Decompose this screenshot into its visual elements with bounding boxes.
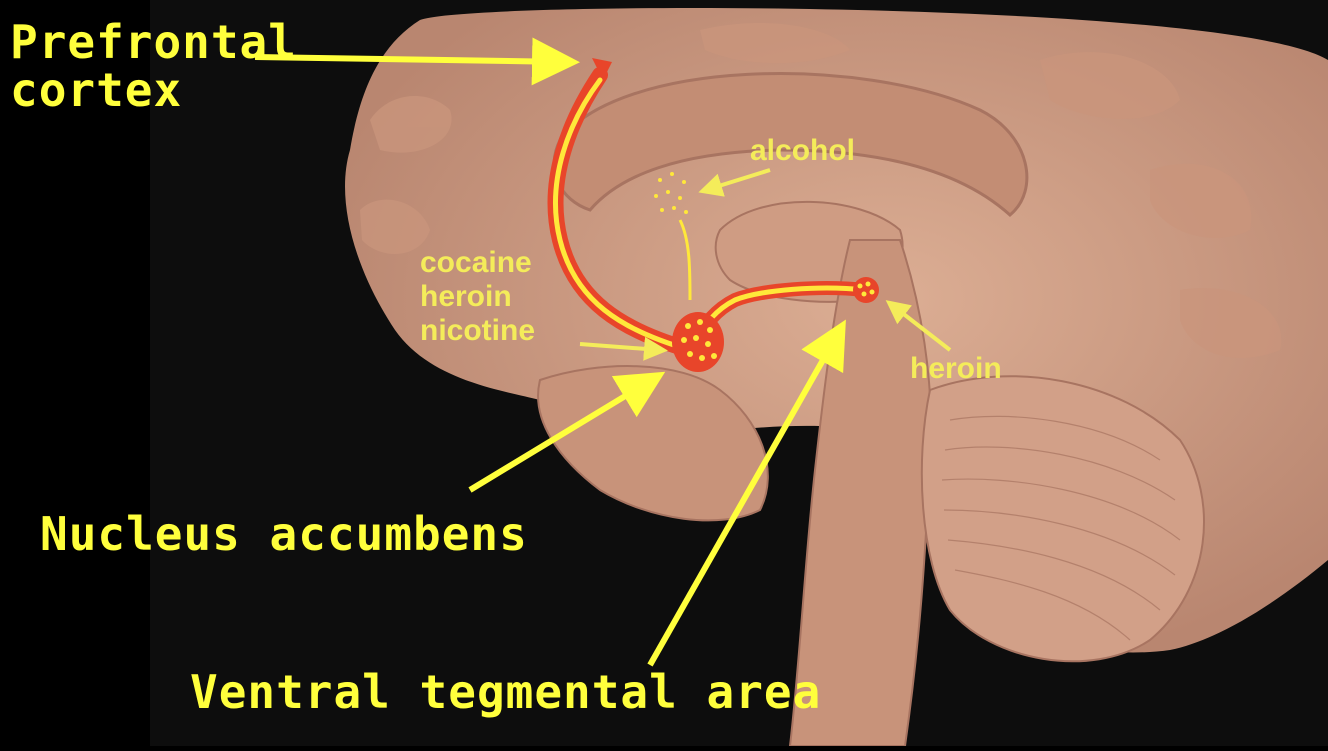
vta-cluster: [853, 277, 879, 303]
ventral-tegmental-area-label: Ventral tegmental area: [190, 668, 821, 716]
heroin-vta-label: heroin: [910, 352, 1002, 385]
nucleus-accumbens-label: Nucleus accumbens: [40, 510, 528, 558]
nucleus-accumbens-cluster: [672, 312, 724, 372]
heroin-list-label: heroin: [420, 280, 512, 313]
nicotine-label: nicotine: [420, 314, 535, 347]
prefrontal-line2: cortex: [10, 66, 297, 114]
prefrontal-line1: Prefrontal: [10, 18, 297, 66]
prefrontal-cortex-label: Prefrontal cortex: [10, 18, 297, 115]
cocaine-label: cocaine: [420, 246, 532, 279]
alcohol-label: alcohol: [750, 134, 855, 167]
